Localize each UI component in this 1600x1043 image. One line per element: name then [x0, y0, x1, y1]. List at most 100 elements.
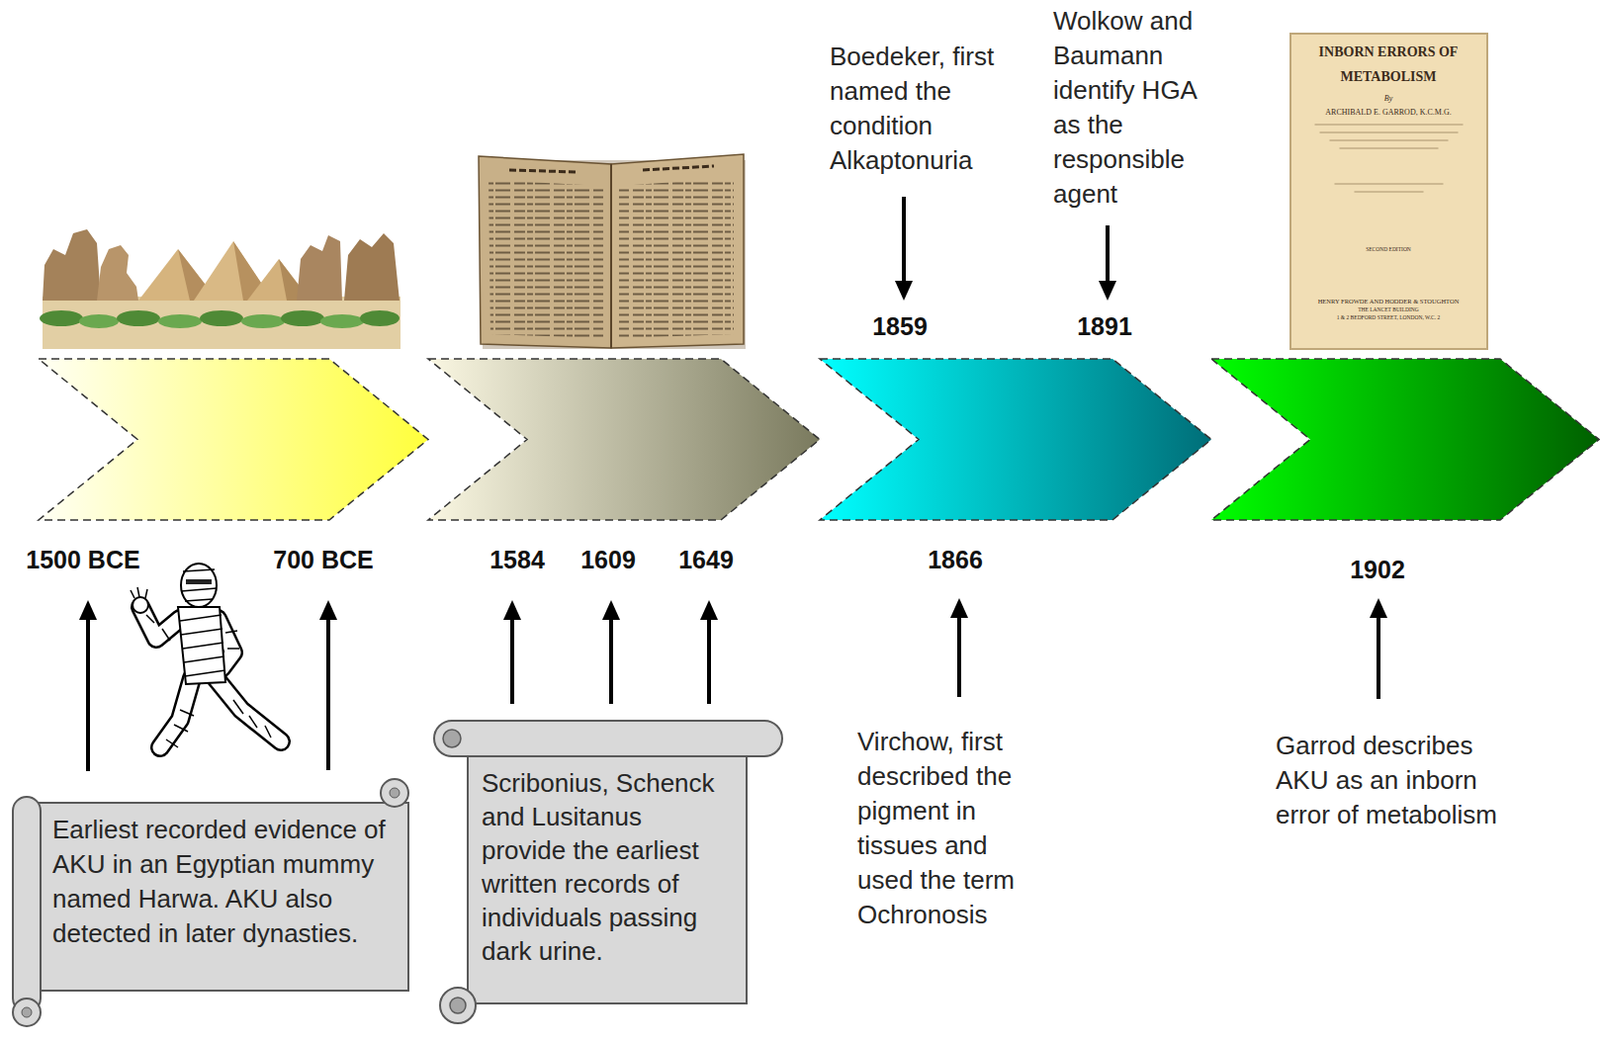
- scroll-curl: [440, 987, 476, 1024]
- arrow-head: [319, 600, 338, 621]
- cover-text: HENRY FROWDE AND HODDER & STOUGHTON: [1299, 296, 1478, 306]
- cover-text: SECOND EDITION: [1299, 243, 1478, 256]
- mummy-torso: [177, 607, 226, 685]
- bandage-line: [179, 615, 226, 677]
- arrow-head: [503, 600, 522, 621]
- mummy-leg: [215, 678, 281, 742]
- page-lines: [488, 179, 604, 339]
- mummy-arm: [140, 607, 180, 639]
- mummy-eyes: [185, 579, 212, 585]
- mummy-limbs-outline: [140, 607, 281, 748]
- cover-print-line: [1315, 124, 1464, 126]
- arrow-head: [1098, 280, 1117, 301]
- scroll-curl-inner: [449, 997, 466, 1014]
- cover-board: [1290, 33, 1488, 350]
- arrow-head: [950, 598, 969, 619]
- mummy-head: [180, 563, 217, 608]
- pointer-arrow: [510, 617, 515, 705]
- year-label: 1891: [1035, 311, 1174, 342]
- mummy-leg: [215, 678, 281, 742]
- chevron-20th-century: [1211, 358, 1600, 521]
- scroll-curl-inner: [443, 729, 461, 748]
- bush: [158, 314, 202, 329]
- bandage-line: [233, 700, 271, 738]
- year-label: 1859: [830, 311, 970, 342]
- pointer-arrow: [957, 615, 962, 698]
- bush: [320, 314, 364, 329]
- text-column: Scribonius, Schenck and Lusitanus provid…: [481, 766, 729, 969]
- mummy-arm: [140, 607, 180, 639]
- book-spine: [610, 164, 613, 349]
- scroll-roll: [434, 720, 783, 757]
- chevron-renaissance: [428, 358, 820, 521]
- event-note: Boedeker, first named the condition Alka…: [829, 39, 1023, 178]
- bush: [241, 314, 285, 329]
- bandage-line: [146, 615, 240, 649]
- scroll-curl-inner: [389, 788, 400, 799]
- rock-pillar: [296, 235, 343, 301]
- page-lines: [619, 177, 734, 339]
- text-column: INBORN ERRORS OF METABOLISMByARCHIBALD E…: [1299, 39, 1478, 322]
- text-column: Earliest recorded evidence of AKU in an …: [52, 812, 389, 952]
- cover-print-line: [1334, 183, 1444, 185]
- arrow-head: [700, 600, 718, 621]
- timeline-arrows: [79, 196, 1388, 772]
- cover-text: 1 & 2 BEDFORD STREET, LONDON, W.C. 2: [1299, 313, 1478, 322]
- year-label: 1584: [447, 544, 587, 575]
- scroll-curl: [380, 779, 409, 807]
- bushes: [39, 310, 400, 329]
- cover-text: THE LANCET BUILDING: [1299, 305, 1478, 314]
- event-note: Wolkow and Baumann identify HGA as the r…: [1053, 3, 1222, 212]
- sphinx: [96, 245, 139, 301]
- mummy-hand: [132, 597, 149, 614]
- book-cover: INBORN ERRORS OF METABOLISMByARCHIBALD E…: [1290, 33, 1488, 350]
- cover-text: By: [1299, 92, 1478, 105]
- cover-print-line: [1330, 140, 1449, 142]
- scroll-text: Earliest recorded evidence of AKU in an …: [52, 812, 389, 952]
- bush: [116, 310, 161, 327]
- cover-print-line: [1339, 148, 1439, 150]
- old-book-picture: [478, 154, 746, 350]
- rock-formation: [42, 229, 101, 301]
- pointer-arrow: [1105, 225, 1110, 284]
- year-label: 700 BCE: [254, 544, 393, 575]
- scroll-note: Earliest recorded evidence of AKU in an …: [4, 775, 419, 1031]
- bandage-line: [130, 587, 148, 599]
- bush: [79, 314, 119, 329]
- arrow-head: [894, 280, 913, 301]
- chevron-ancient: [38, 358, 429, 521]
- scroll-body: [26, 802, 409, 991]
- bandage-line: [180, 569, 217, 602]
- rock-pillar: [344, 233, 400, 301]
- pointer-arrow: [901, 196, 906, 284]
- scroll-roll: [12, 797, 41, 1013]
- arrow-head: [602, 600, 621, 621]
- book-page: [478, 156, 612, 349]
- cover-text: ARCHIBALD E. GARROD, K.C.M.G.: [1299, 106, 1478, 119]
- year-label: 1902: [1308, 554, 1447, 585]
- pointer-arrow: [609, 617, 614, 705]
- scroll-curl: [12, 998, 41, 1027]
- cover-print-line: [1320, 132, 1459, 134]
- event-note: Virchow, first described the pigment in …: [857, 724, 1036, 933]
- bush: [280, 310, 325, 327]
- timeline-chevrons: [38, 358, 1600, 521]
- arrow-head: [79, 600, 97, 621]
- year-label: 1500 BCE: [13, 544, 153, 575]
- bush: [39, 310, 84, 327]
- pyramids-picture: [39, 229, 401, 350]
- scroll-body: [467, 736, 747, 1004]
- mummy-limbs-fill: [140, 607, 281, 748]
- cover-print-line: [1354, 191, 1424, 193]
- year-label: 1609: [538, 544, 678, 575]
- year-label: 1649: [636, 544, 776, 575]
- page-heading: [509, 170, 579, 173]
- pointer-arrow: [707, 617, 712, 705]
- pointer-arrow: [1376, 615, 1381, 700]
- year-label: 1866: [886, 544, 1025, 575]
- book-page: [611, 154, 744, 349]
- bush: [359, 310, 400, 327]
- arrow-head: [1369, 598, 1388, 619]
